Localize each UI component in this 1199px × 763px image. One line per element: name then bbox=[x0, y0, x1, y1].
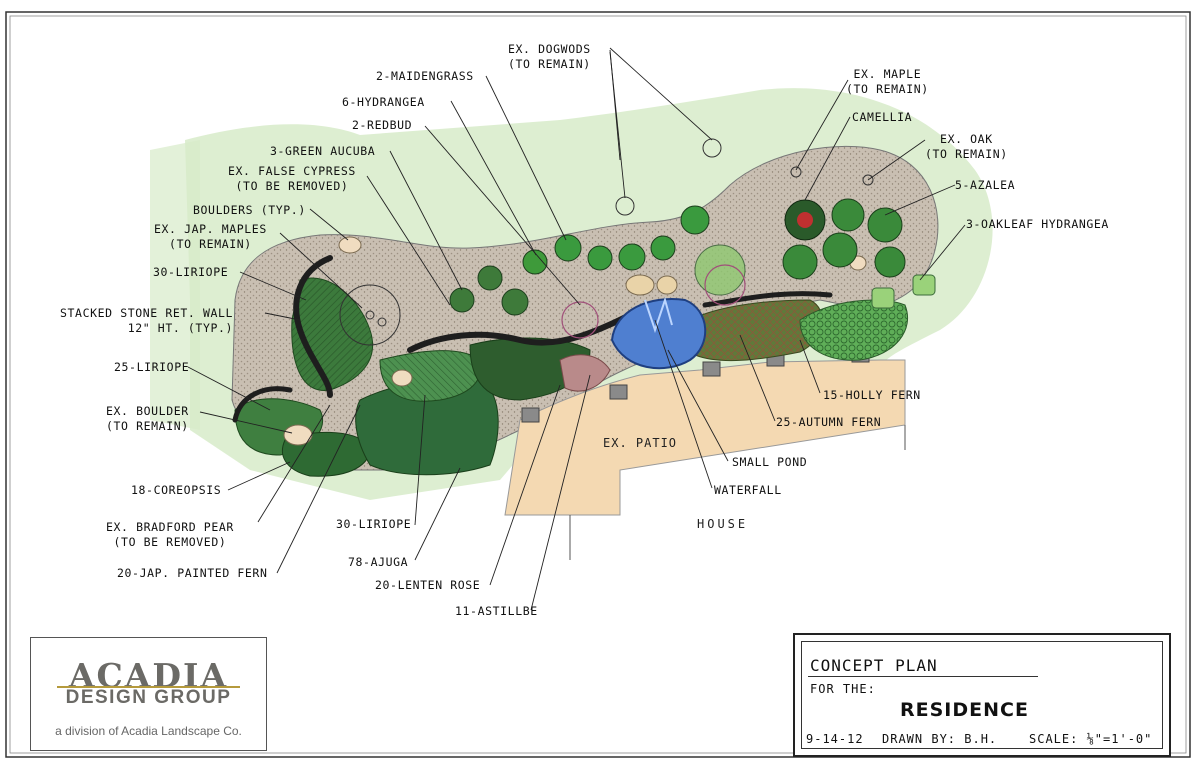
company-subtitle: DESIGN GROUP bbox=[65, 687, 232, 708]
label-jap-maples: EX. JAP. MAPLES (TO REMAIN) bbox=[154, 222, 267, 252]
label-line: (TO REMAIN) bbox=[508, 57, 591, 71]
jap-maple-canopy bbox=[339, 284, 401, 346]
label-maidengrass: 2-MAIDENGRASS bbox=[376, 69, 474, 83]
waterfall bbox=[644, 296, 673, 334]
label-lenten-rose: 20-LENTEN ROSE bbox=[375, 578, 481, 592]
label-line: (TO REMAIN) bbox=[106, 419, 189, 433]
boulder bbox=[338, 236, 362, 254]
plan-client: RESIDENCE bbox=[900, 699, 1029, 721]
label-small-pond: SMALL POND bbox=[732, 455, 808, 469]
jap-maple-trunk bbox=[377, 317, 387, 327]
plan-title: CONCEPT PLAN bbox=[810, 656, 938, 675]
lenten-rose-bed bbox=[379, 350, 482, 402]
label-line: EX. BOULDER bbox=[106, 404, 189, 418]
label-painted-fern: 20-JAP. PAINTED FERN bbox=[117, 566, 268, 580]
dogwood-tree bbox=[702, 138, 722, 158]
label-azalea: 5-AZALEA bbox=[955, 178, 1016, 192]
label-line: (TO REMAIN) bbox=[169, 237, 252, 251]
label-line: EX. OAK bbox=[940, 132, 993, 146]
plan-date: 9-14-12 bbox=[806, 732, 864, 746]
oakleaf-hydrangea-group bbox=[871, 274, 936, 309]
stepping-stone bbox=[702, 361, 721, 377]
stepping-stone bbox=[609, 384, 628, 400]
label-line: EX. DOGWODS bbox=[508, 42, 591, 56]
title-underline bbox=[808, 676, 1038, 677]
label-ex-boulder: EX. BOULDER (TO REMAIN) bbox=[106, 404, 189, 434]
plan-for-line: FOR THE: bbox=[810, 682, 876, 696]
title-block-inner: CONCEPT PLAN FOR THE: RESIDENCE 9-14-12 … bbox=[801, 641, 1163, 749]
company-logo-block: ACADIA DESIGN GROUP a division of Acadia… bbox=[30, 637, 267, 751]
label-oak: EX. OAK (TO REMAIN) bbox=[925, 132, 1008, 162]
jap-maple-trunk bbox=[365, 310, 375, 320]
label-holly-fern: 15-HOLLY FERN bbox=[823, 388, 921, 402]
label-camellia: CAMELLIA bbox=[852, 110, 913, 124]
label-boulders: BOULDERS (TYP.) bbox=[193, 203, 306, 217]
label-autumn-fern: 25-AUTUMN FERN bbox=[776, 415, 882, 429]
label-line: (TO BE REMOVED) bbox=[113, 535, 227, 549]
company-division: a division of Acadia Landscape Co. bbox=[55, 724, 242, 738]
label-redbud: 2-REDBUD bbox=[352, 118, 413, 132]
logo-accent-bar bbox=[57, 686, 240, 688]
retaining-wall-lower bbox=[232, 386, 293, 423]
label-line: 12" HT. (TYP.) bbox=[127, 321, 234, 335]
oak-tree bbox=[862, 174, 874, 186]
label-astilbe: 11-ASTILLBE bbox=[455, 604, 538, 618]
plan-drawn-by: DRAWN BY: B.H. bbox=[882, 732, 998, 746]
label-hydrangea: 6-HYDRANGEA bbox=[342, 95, 425, 109]
label-line: (TO BE REMOVED) bbox=[235, 179, 349, 193]
azalea-group bbox=[782, 198, 906, 280]
label-line: EX. MAPLE bbox=[853, 67, 922, 81]
label-line: EX. JAP. MAPLES bbox=[154, 222, 267, 236]
maple-tree bbox=[790, 166, 802, 178]
label-ajuga: 78-AJUGA bbox=[348, 555, 409, 569]
astilbe-bed bbox=[559, 354, 611, 392]
sheet-border bbox=[5, 11, 1191, 758]
label-oakleaf: 3-OAKLEAF HYDRANGEA bbox=[966, 217, 1109, 231]
label-liriope-30-left: 30-LIRIOPE bbox=[153, 265, 229, 279]
plan-scale: SCALE: ⅛"=1'-0" bbox=[1029, 732, 1153, 746]
small-pond bbox=[610, 298, 707, 370]
label-aucuba: 3-GREEN AUCUBA bbox=[270, 144, 376, 158]
label-line: EX. BRADFORD PEAR bbox=[106, 520, 234, 534]
retaining-wall-upper bbox=[293, 255, 333, 398]
label-liriope-30-bottom: 30-LIRIOPE bbox=[336, 517, 412, 531]
leader-lines bbox=[187, 47, 966, 611]
label-ret-wall: STACKED STONE RET. WALL 12" HT. (TYP.) bbox=[60, 306, 233, 336]
ex-boulder bbox=[283, 424, 313, 446]
lawn-left bbox=[150, 140, 200, 430]
label-line: (TO REMAIN) bbox=[925, 147, 1008, 161]
label-house: HOUSE bbox=[697, 517, 749, 531]
label-line: EX. FALSE CYPRESS bbox=[228, 164, 356, 178]
redbud-group bbox=[561, 264, 746, 339]
label-liriope-25: 25-LIRIOPE bbox=[114, 360, 190, 374]
label-dogwoods: EX. DOGWODS (TO REMAIN) bbox=[508, 42, 591, 72]
label-coreopsis: 18-COREOPSIS bbox=[131, 483, 222, 497]
boulder bbox=[625, 274, 655, 296]
company-name: ACADIA bbox=[68, 656, 229, 695]
label-patio: EX. PATIO bbox=[603, 436, 678, 450]
boulder bbox=[656, 275, 678, 295]
label-bradford-pear: EX. BRADFORD PEAR (TO BE REMOVED) bbox=[106, 520, 234, 550]
patio bbox=[504, 359, 906, 516]
label-waterfall: WATERFALL bbox=[714, 483, 782, 497]
label-false-cypress: EX. FALSE CYPRESS (TO BE REMOVED) bbox=[228, 164, 356, 194]
stepping-stone bbox=[521, 407, 540, 423]
title-block: CONCEPT PLAN FOR THE: RESIDENCE 9-14-12 … bbox=[793, 633, 1171, 757]
shrub-row bbox=[449, 205, 746, 316]
retaining-wall-mid bbox=[407, 307, 643, 353]
sheet-inner-border bbox=[9, 15, 1187, 754]
holly-fern-bed bbox=[799, 299, 909, 361]
label-line: (TO REMAIN) bbox=[846, 82, 929, 96]
label-line: STACKED STONE RET. WALL bbox=[60, 306, 234, 320]
boulder bbox=[391, 369, 413, 387]
label-maple: EX. MAPLE (TO REMAIN) bbox=[846, 67, 929, 97]
